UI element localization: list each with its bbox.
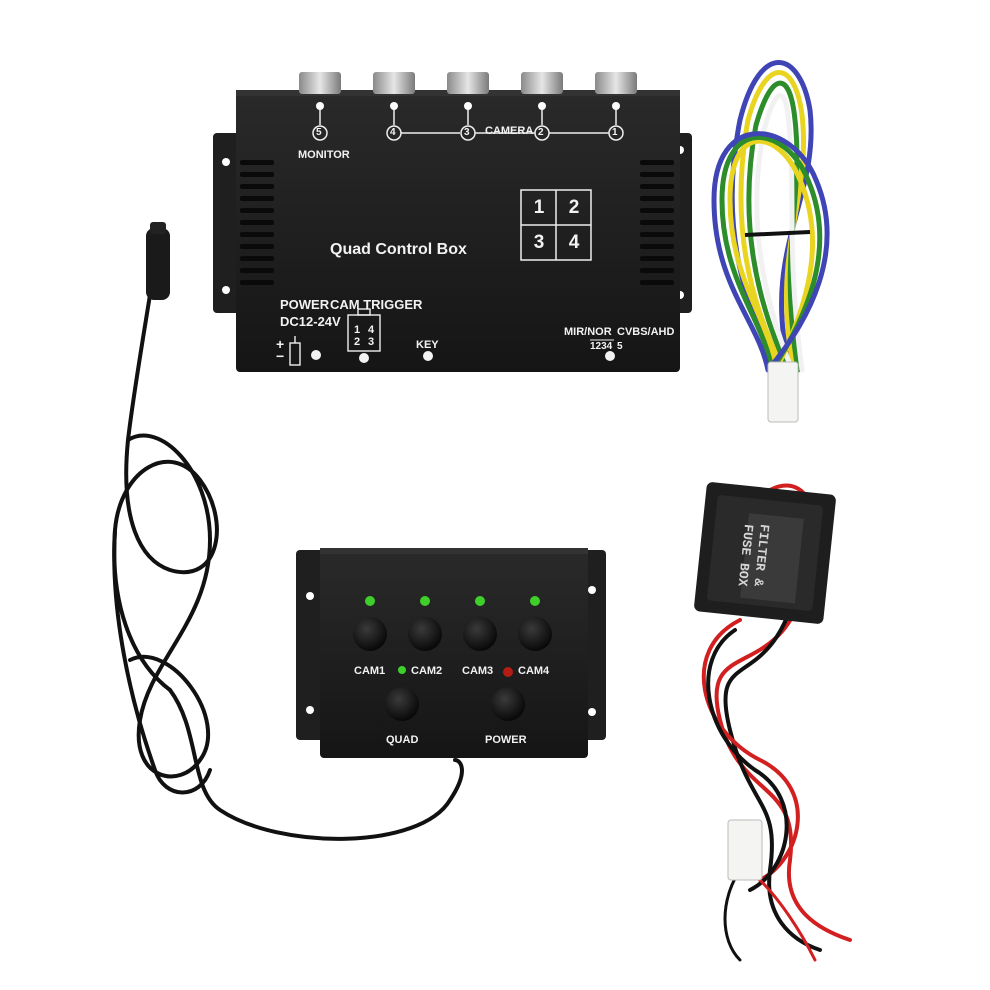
grid-cell-1: 1 — [533, 197, 545, 218]
port-num-4: 4 — [390, 127, 396, 138]
port-num-2: 2 — [538, 127, 544, 138]
quad-grid-frame — [520, 189, 592, 261]
cvbs-ahd-label: CVBS/AHD — [617, 326, 675, 338]
port-num-5: 5 — [316, 127, 322, 138]
grid-cell-4: 4 — [568, 232, 580, 253]
remote-panel — [296, 548, 606, 758]
cam2-button[interactable] — [408, 617, 442, 651]
cam2-label: CAM2 — [411, 665, 443, 677]
quad-control-box — [213, 72, 692, 372]
power-plug-icon — [289, 336, 301, 366]
mode-5-label: 5 — [617, 341, 623, 352]
voltage-label: DC12-24V — [280, 314, 341, 329]
cam4-label: CAM4 — [518, 665, 550, 677]
plus-minus-label: + − — [276, 336, 285, 364]
camera-connectors — [299, 72, 637, 94]
harness-plug — [767, 361, 799, 423]
fuse-box — [694, 482, 836, 624]
grid-cell-3: 3 — [533, 232, 545, 253]
colored-wire-harness — [711, 60, 830, 373]
mode-1234-label: 1234 — [590, 341, 613, 352]
cam3-button[interactable] — [463, 617, 497, 651]
right-vents — [640, 160, 674, 285]
power-plug — [727, 819, 763, 881]
cam4-button[interactable] — [518, 617, 552, 651]
cable-plug — [146, 228, 170, 300]
quad-label: QUAD — [386, 734, 419, 746]
box-body — [236, 90, 680, 372]
trigger-pins-right: 4 3 — [368, 324, 375, 348]
cam3-label: CAM3 — [462, 665, 494, 677]
quad-control-box-title: Quad Control Box — [330, 241, 467, 258]
cam-trigger-connector-icon — [347, 308, 381, 352]
grid-cell-2: 2 — [568, 197, 580, 218]
remote-cable — [112, 228, 464, 841]
left-vents — [240, 160, 274, 285]
key-label: KEY — [416, 339, 439, 351]
monitor-label: MONITOR — [298, 149, 350, 161]
trigger-pins-left: 1 2 — [354, 324, 361, 348]
mir-nor-label: MIR/NOR — [564, 326, 612, 338]
remote-leds — [365, 596, 540, 677]
camera-label: CAMERA — [485, 125, 534, 137]
power-button[interactable] — [491, 687, 525, 721]
port-num-1: 1 — [612, 127, 618, 138]
cam-trigger-label: CAM TRIGGER — [330, 297, 423, 312]
cam1-button[interactable] — [353, 617, 387, 651]
remote-power-label: POWER — [485, 734, 527, 746]
power-label: POWER — [280, 297, 330, 312]
left-flange — [213, 133, 243, 313]
port-num-3: 3 — [464, 127, 470, 138]
cam1-label: CAM1 — [354, 665, 386, 677]
quad-button[interactable] — [385, 687, 419, 721]
